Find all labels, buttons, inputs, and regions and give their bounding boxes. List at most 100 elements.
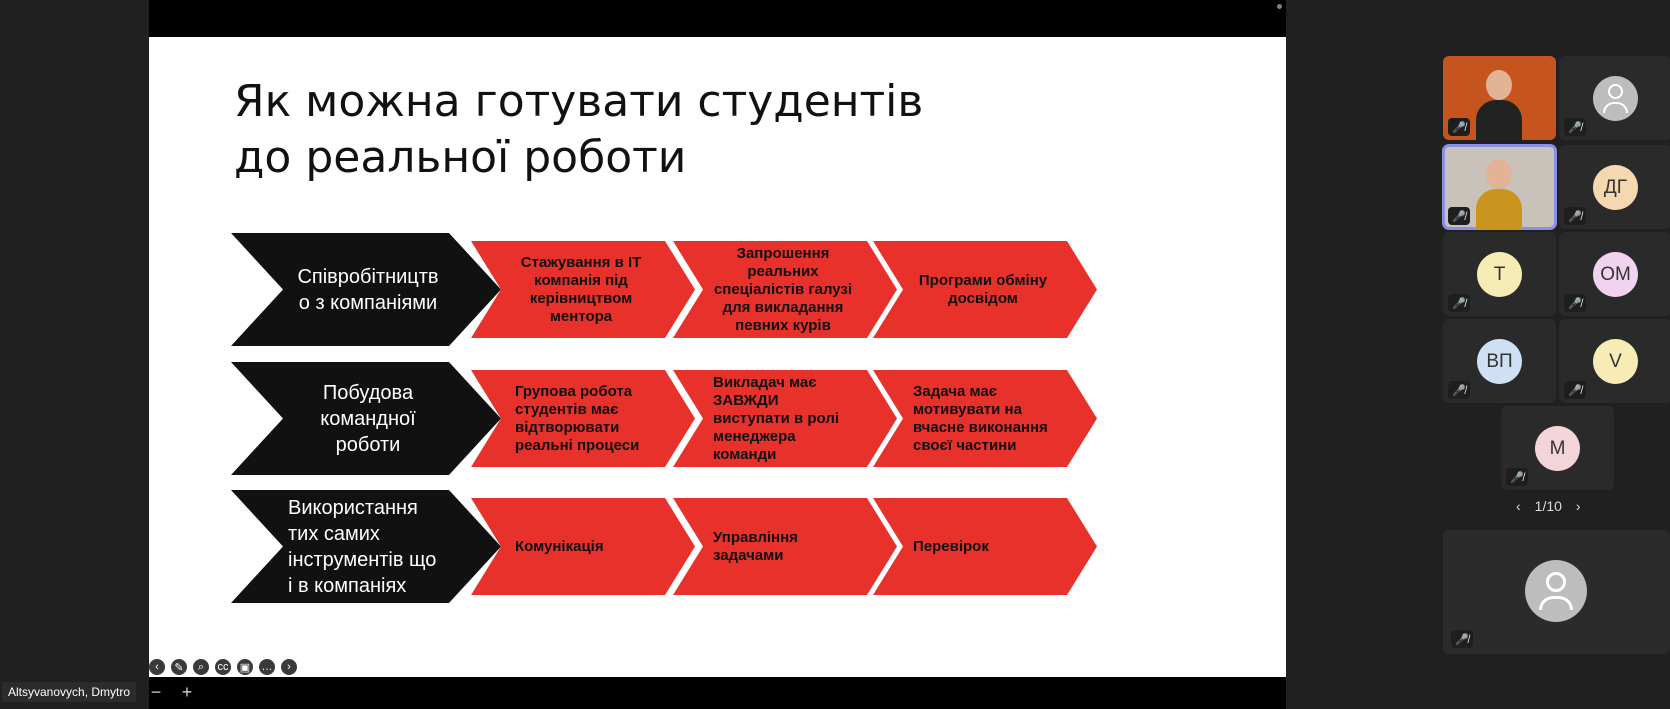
video-feed (1476, 70, 1522, 140)
step-line: керівництвом (529, 289, 633, 307)
step-line: Групова робота (515, 382, 633, 400)
zoom-in-button[interactable]: + (181, 682, 193, 702)
avatar: ВП (1477, 339, 1522, 384)
person-icon (1525, 560, 1587, 622)
header-line: роботи (335, 433, 401, 456)
participant-tile[interactable]: ОМ 🎤̸ (1559, 232, 1670, 316)
step-line: для викладання (722, 298, 844, 316)
step-line: задачами (713, 546, 784, 564)
mic-muted-icon: 🎤̸ (1564, 381, 1586, 399)
row-3-header-text: Використання тих самих інструментів що і в … (288, 490, 458, 603)
zoom-icon[interactable]: ⌕ (193, 659, 209, 675)
step-line: Задача має (913, 382, 997, 400)
row-3-header-chevron: Використання тих самих інструментів що і в … (231, 490, 501, 603)
header-line: Використання (288, 496, 418, 519)
step-line: відтворювати (515, 418, 620, 436)
step-line: спеціалістів галузі (713, 280, 853, 298)
participant-tile[interactable]: 🎤̸ (1559, 56, 1670, 140)
zoom-out-button[interactable]: − (150, 682, 162, 702)
pen-icon[interactable]: ✎ (171, 659, 187, 675)
slide-toolbar: ‹ ✎ ⌕ cc ▣ … › (149, 656, 297, 678)
mic-muted-icon: 🎤̸ (1448, 207, 1470, 225)
presentation-slide: Як можна готувати студентів до реальної … (149, 37, 1286, 677)
avatar: ДГ (1593, 165, 1638, 210)
participant-tile[interactable]: 🎤̸ (1442, 144, 1557, 230)
next-slide-icon[interactable]: › (281, 659, 297, 675)
chevron-left-icon[interactable]: ‹ (1516, 498, 1521, 514)
step-line: досвідом (948, 289, 1018, 307)
step-line: вчасне виконання (913, 418, 1048, 436)
participant-tile[interactable]: 🎤̸ (1443, 56, 1556, 140)
avatar: M (1535, 426, 1580, 471)
step-line: Комунікація (515, 537, 604, 555)
header-line: Побудова (322, 381, 414, 404)
header-line: о з компаніями (298, 291, 438, 314)
mic-muted-icon: 🎤̸ (1448, 118, 1470, 136)
step-line: компанія під (534, 271, 628, 289)
presenter-name-tag: Altsyvanovych, Dmytro (2, 682, 137, 702)
mic-muted-icon: 🎤̸ (1564, 118, 1586, 136)
participant-tile[interactable]: ВП 🎤̸ (1443, 319, 1556, 403)
self-view-tile[interactable]: 🎤̸ (1443, 530, 1670, 654)
slide-title-line-2: до реальної роботи (234, 132, 687, 183)
more-options-icon[interactable]: … (259, 659, 275, 675)
row-1-header-chevron: Співробітництв о з компаніями (231, 233, 501, 346)
participant-tile[interactable]: ДГ 🎤̸ (1559, 145, 1670, 229)
step-line: Викладач має (713, 373, 817, 391)
row-3-step-1-chevron: Комунікація (471, 498, 695, 595)
previous-slide-icon[interactable]: ‹ (149, 659, 165, 675)
step-line: мотивувати на (913, 400, 1022, 418)
mic-muted-icon: 🎤̸ (1564, 207, 1586, 225)
camera-icon[interactable]: ▣ (237, 659, 253, 675)
avatar: ОМ (1593, 252, 1638, 297)
header-line: інструментів що (288, 548, 437, 571)
header-line: Співробітництв (297, 265, 439, 288)
step-line: Управління (713, 528, 798, 546)
step-line: команди (713, 445, 777, 463)
step-line: Стажування в IT (520, 253, 642, 271)
chevron-right-icon[interactable]: › (1575, 498, 1581, 514)
participant-tile[interactable]: V 🎤̸ (1559, 319, 1670, 403)
person-icon (1593, 76, 1638, 121)
row-3-step-1-text: Комунікація (515, 498, 661, 595)
step-line: ЗАВЖДИ (713, 391, 779, 409)
captions-icon[interactable]: cc (215, 659, 231, 675)
row-1-header-text: Співробітництв о з компаніями (283, 233, 453, 346)
slide-title: Як можна готувати студентів до реальної … (234, 74, 923, 186)
mic-muted-icon: 🎤̸ (1448, 381, 1470, 399)
step-line: своєї частини (913, 436, 1017, 454)
step-line: Запрошення (736, 244, 830, 262)
step-line: реальні процеси (515, 436, 640, 454)
row-3-step-3-chevron: Перевірок (873, 498, 1097, 595)
mic-muted-icon: 🎤̸ (1506, 468, 1528, 486)
header-line: і в компаніях (288, 574, 407, 597)
video-feed (1476, 159, 1522, 229)
avatar: T (1477, 252, 1522, 297)
step-line: виступати в ролі (713, 409, 840, 427)
gallery-pager: ‹ 1/10 › (1516, 498, 1581, 514)
step-line: певних курів (735, 316, 831, 334)
step-line: реальних (747, 262, 819, 280)
row-3-step-3-text: Перевірок (913, 498, 1063, 595)
header-line: тих самих (288, 522, 380, 545)
participant-tile[interactable]: T🎤̸ (1443, 232, 1556, 316)
mic-muted-icon: 🎤̸ (1564, 294, 1586, 312)
participant-tile[interactable]: M 🎤̸ (1501, 406, 1614, 490)
avatar: V (1593, 339, 1638, 384)
page-indicator: 1/10 (1534, 498, 1562, 514)
